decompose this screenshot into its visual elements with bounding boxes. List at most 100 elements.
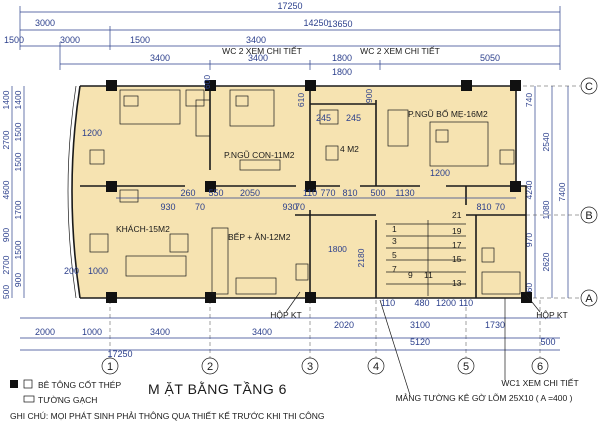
dim-top-row4-a: 3400 — [150, 53, 170, 63]
top-dimensions: 17250 3000 14250 1500 3000 1500 3400 136… — [4, 1, 561, 70]
stair-9: 9 — [408, 270, 413, 280]
dim-bottom-total: 17250 — [107, 349, 132, 359]
dim-left-inner-1: 1400 — [13, 90, 23, 109]
dim-left-4: 900 — [1, 228, 11, 242]
dim-bottom2-b: 1000 — [82, 327, 102, 337]
dim-int-2050: 2050 — [240, 188, 260, 198]
axis-a-label: A — [585, 293, 593, 305]
dim-left-inner-4: 1700 — [13, 200, 23, 219]
dim-right-3: 4240 — [524, 180, 534, 199]
axis-5: 5 — [457, 357, 475, 375]
axis-c: C — [580, 77, 598, 95]
room-wc-area: 4 M2 — [340, 144, 359, 154]
dim-top-row2-b: 14250 — [303, 18, 328, 28]
dim-int-245-b: 245 — [346, 113, 361, 123]
dim-int-245-a: 245 — [316, 113, 331, 123]
dim-int-110-b: 110 — [381, 298, 395, 308]
dim-left-inner-3: 1500 — [13, 152, 23, 171]
dim-int-260: 260 — [180, 188, 195, 198]
dim-int-1200-b: 1200 — [436, 298, 456, 308]
dim-int-70-c: 70 — [495, 202, 505, 212]
dim-int-1130: 1130 — [395, 188, 414, 198]
axis-1-label: 1 — [107, 361, 113, 373]
legend-concrete: BÊ TÔNG CỐT THÉP — [38, 379, 121, 390]
stair-3: 3 — [392, 236, 397, 246]
stair-19: 19 — [452, 226, 462, 236]
dim-int-610: 610 — [296, 93, 306, 107]
right-dimensions: 740 2540 4240 7400 1080 970 2620 460 — [524, 86, 569, 298]
dim-int-200: 200 — [64, 266, 79, 276]
axis-b: B — [580, 206, 598, 224]
dim-int-550: 550 — [208, 188, 223, 198]
dim-left-inner-5: 1500 — [13, 240, 23, 259]
dim-left-inner-2: 1500 — [13, 122, 23, 141]
dim-top-row3-d: 3400 — [246, 35, 266, 45]
axis-4: 4 — [367, 357, 385, 375]
dim-top-row3-c: 1500 — [130, 35, 150, 45]
room-labels: P.NGŨ CON-11M2 P.NGŨ BỐ MẸ-16M2 4 M2 KHÁ… — [116, 108, 488, 242]
dim-int-500: 500 — [370, 188, 385, 198]
dim-bottom2-c: 3400 — [150, 327, 170, 337]
left-dimensions: 1400 2700 4600 900 2700 500 1400 1500 15… — [1, 86, 25, 299]
dim-right-4: 7400 — [557, 182, 567, 201]
dim-int-110-c: 110 — [459, 298, 473, 308]
axis-b-label: B — [585, 210, 592, 222]
stair-7: 7 — [392, 264, 397, 274]
dim-right-2: 2540 — [541, 132, 551, 151]
legend: BÊ TÔNG CỐT THÉP TƯỜNG GẠCH GHI CHÚ: MỌI… — [10, 379, 324, 421]
axis-6-label: 6 — [537, 361, 543, 373]
stair-1: 1 — [392, 224, 397, 234]
dim-right-8: 460 — [524, 283, 534, 297]
dim-int-1000: 1000 — [88, 266, 108, 276]
callout-wc2-left: WC 2 XEM CHI TIẾT — [222, 46, 302, 56]
dim-int-1200-l: 1200 — [82, 128, 102, 138]
dim-int-70-a: 70 — [195, 202, 205, 212]
dim-bottom1-a: 2020 — [334, 320, 354, 330]
axis-3-label: 3 — [307, 361, 313, 373]
interior-walls — [80, 86, 526, 298]
dim-int-480: 480 — [414, 298, 429, 308]
dim-int-810: 810 — [342, 188, 357, 198]
room-kitchen: BẾP + ĂN-12M2 — [228, 232, 291, 242]
general-note: GHI CHÚ: MỌI PHÁT SINH PHẢI THÔNG QUA TH… — [10, 410, 324, 421]
dim-top-row4-c: 1800 — [332, 53, 352, 63]
dim-bottom1-c: 1730 — [485, 320, 505, 330]
stair-17: 17 — [452, 240, 462, 250]
stair-15: 15 — [452, 254, 462, 264]
dim-int-810-b: 810 — [476, 202, 491, 212]
dim-int-1800-top: 1800 — [332, 67, 352, 77]
dim-int-600: 600 — [202, 75, 212, 89]
dim-int-900: 900 — [364, 89, 374, 103]
floor-area — [72, 86, 526, 298]
axis-gridlines — [109, 85, 580, 358]
stair-13: 13 — [452, 278, 462, 288]
dim-top-row3-a: 1500 — [4, 35, 24, 45]
dim-bottom2-f: 500 — [540, 337, 555, 347]
legend-brick: TƯỜNG GẠCH — [38, 395, 97, 405]
dim-top-total: 17250 — [277, 1, 302, 11]
concrete-columns — [106, 80, 532, 303]
callout-hopkt-right: HỘP KT — [536, 310, 568, 320]
axis-3: 3 — [301, 357, 319, 375]
axis-2-label: 2 — [207, 361, 213, 373]
callout-wc2-right: WC 2 XEM CHI TIẾT — [360, 46, 440, 56]
dim-int-2180: 2180 — [356, 248, 366, 267]
dim-left-1: 1400 — [1, 90, 11, 109]
dim-left-3: 4600 — [1, 180, 11, 199]
axis-6: 6 — [531, 357, 549, 375]
dim-bottom1-b: 3100 — [410, 320, 430, 330]
dim-top-row4-b: 3400 — [248, 53, 268, 63]
stair-21: 21 — [452, 210, 462, 220]
axis-5-label: 5 — [463, 361, 469, 373]
dim-right-1: 740 — [524, 93, 534, 107]
dim-top-row2-a: 3000 — [35, 18, 55, 28]
dim-left-5: 2700 — [1, 255, 11, 274]
axis-a: A — [580, 289, 598, 307]
dim-int-110-a: 110 — [303, 188, 317, 198]
bottom-callouts: HỘP KT HỘP KT WC1 XEM CHI TIẾT MẢNG TƯỜN… — [270, 291, 579, 403]
dim-bottom2-d: 3400 — [252, 327, 272, 337]
dim-int-1200-r: 1200 — [430, 168, 450, 178]
room-parents-bedroom: P.NGŨ BỐ MẸ-16M2 — [408, 108, 488, 119]
furniture — [89, 89, 521, 295]
